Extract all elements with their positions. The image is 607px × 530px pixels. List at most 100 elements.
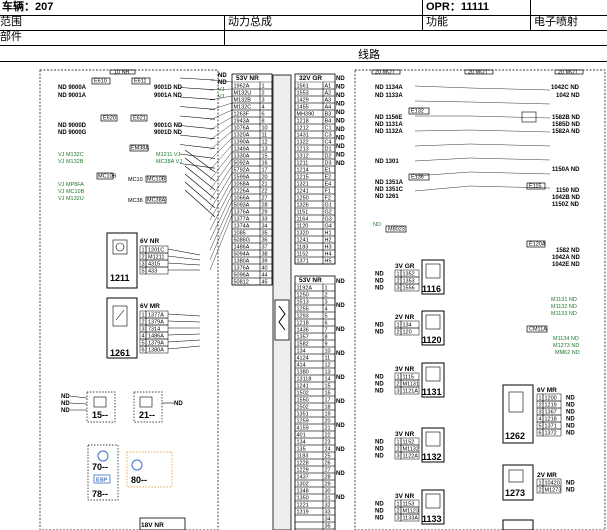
- wire: [209, 172, 233, 211]
- wire-code: 1582: [297, 342, 309, 348]
- nd-label: ND: [336, 110, 345, 116]
- wire-code: 1376A: [234, 266, 250, 272]
- nd-label: ND: [336, 119, 345, 125]
- pin-number: 33: [325, 510, 331, 516]
- wire-code: 1250: [297, 293, 309, 299]
- wire-code: 1326: [297, 203, 309, 209]
- component-number: 78--: [92, 489, 108, 499]
- pin-number: G2: [325, 210, 332, 216]
- pin-number: B3: [325, 112, 332, 118]
- component-frame: [421, 427, 445, 463]
- wire: [469, 171, 551, 175]
- wire-code: 1379A: [148, 320, 164, 326]
- pin-number: 6: [142, 348, 145, 354]
- pin-number: 21: [262, 182, 268, 188]
- header-row-scope: 范围 动力总成 功能 电子喷射: [0, 15, 607, 31]
- wire: [179, 106, 216, 110]
- top-label: ND 1132A: [375, 129, 403, 135]
- pin-number: 3: [262, 98, 265, 104]
- component-number: 1120: [422, 335, 442, 345]
- wire-code: 1371: [297, 259, 309, 265]
- green-label: MC38A VJ: [156, 159, 182, 165]
- wire: [179, 134, 216, 140]
- top-label: ND 1131A: [375, 122, 403, 128]
- pin-number: A3: [325, 98, 332, 104]
- wire-code: 1962A: [234, 84, 250, 90]
- wire-code: 1380A: [148, 348, 164, 354]
- pin-number: 10: [262, 126, 268, 132]
- pin-number: C1: [325, 126, 332, 132]
- pin-number: 18: [325, 405, 331, 411]
- wire-code: 1350: [297, 496, 309, 502]
- wire-code: 5093A: [234, 203, 250, 209]
- nd-label: ND: [336, 144, 345, 150]
- wire: [184, 157, 216, 182]
- green-label: VJ MC10B: [58, 189, 85, 195]
- nd-label: ND: [336, 471, 345, 477]
- pin-number: E2: [325, 175, 332, 181]
- connector-tag: [526, 325, 548, 333]
- wire: [209, 109, 233, 121]
- connector-tag-label: MC10: [128, 177, 143, 183]
- pin-number: 24: [325, 447, 331, 453]
- pin-number: 34: [262, 224, 268, 230]
- sensor-icon: [112, 305, 128, 327]
- pin-number: 22: [325, 433, 331, 439]
- bottom-component-frame: [502, 519, 534, 530]
- pin-number: 8: [325, 335, 328, 341]
- pin-number: 31: [325, 496, 331, 502]
- pin-number: G4: [325, 224, 332, 230]
- wire-code: M132U: [234, 91, 252, 97]
- connector-title: 53V NR: [299, 277, 322, 284]
- wire: [469, 101, 551, 105]
- section-title: 线路: [358, 49, 380, 61]
- component-15-frame: [86, 391, 116, 423]
- connector-tag: [526, 240, 546, 248]
- pin-number: 13: [262, 147, 268, 153]
- nd-label: ND: [375, 323, 384, 329]
- wire: [209, 116, 233, 131]
- component-1261-frame: [106, 297, 138, 359]
- pin-number: 1: [397, 375, 400, 381]
- connector-tag: [408, 107, 430, 115]
- component-frame: [421, 259, 445, 295]
- wire-code: 1215: [297, 175, 309, 181]
- wire-code: 1241: [297, 189, 309, 195]
- connector-tag-label: E120A: [529, 242, 546, 248]
- nd-label: ND: [375, 286, 384, 292]
- pin-number: 5: [142, 341, 145, 347]
- wire-code: 1513: [297, 300, 309, 306]
- pin-number: 1: [142, 313, 145, 319]
- component-1273-frame: [502, 464, 534, 501]
- wire-code: 134: [297, 440, 306, 446]
- wire-code: 1437: [297, 475, 309, 481]
- component-number: 1211: [110, 273, 130, 283]
- wire-code: 1352: [403, 272, 415, 278]
- connector-tag-label: MC38: [128, 198, 143, 204]
- wire-code: 1152: [403, 440, 415, 446]
- wire: [469, 185, 551, 189]
- top-label: 1150 ND: [556, 188, 580, 194]
- wire-code: M1123: [403, 509, 419, 515]
- pin-number: 34: [325, 517, 331, 523]
- pin-number: 4: [539, 417, 542, 423]
- connector-tag: [129, 144, 149, 152]
- pin-number: 32: [325, 503, 331, 509]
- nd-label: ND: [336, 303, 345, 309]
- pin-number: 1: [397, 502, 400, 508]
- pin-number: 27: [325, 468, 331, 474]
- frame-tag: [109, 69, 136, 75]
- wire-code: 4124: [297, 356, 309, 362]
- pin-number: 1: [262, 84, 265, 90]
- wire-code: 1455: [297, 105, 309, 111]
- component-number: 21--: [139, 410, 155, 420]
- component-number: 1131: [422, 387, 442, 397]
- pin-number: 3: [539, 410, 542, 416]
- component-title: 6V MR: [140, 303, 160, 310]
- pin-number: 4: [262, 105, 265, 111]
- wire-code: 1377A: [148, 313, 164, 319]
- pin-number: 8: [262, 119, 265, 125]
- nd-label: ND: [61, 401, 70, 407]
- top-label: 1582 ND: [556, 248, 580, 254]
- section-title-bar: 线路: [0, 45, 607, 62]
